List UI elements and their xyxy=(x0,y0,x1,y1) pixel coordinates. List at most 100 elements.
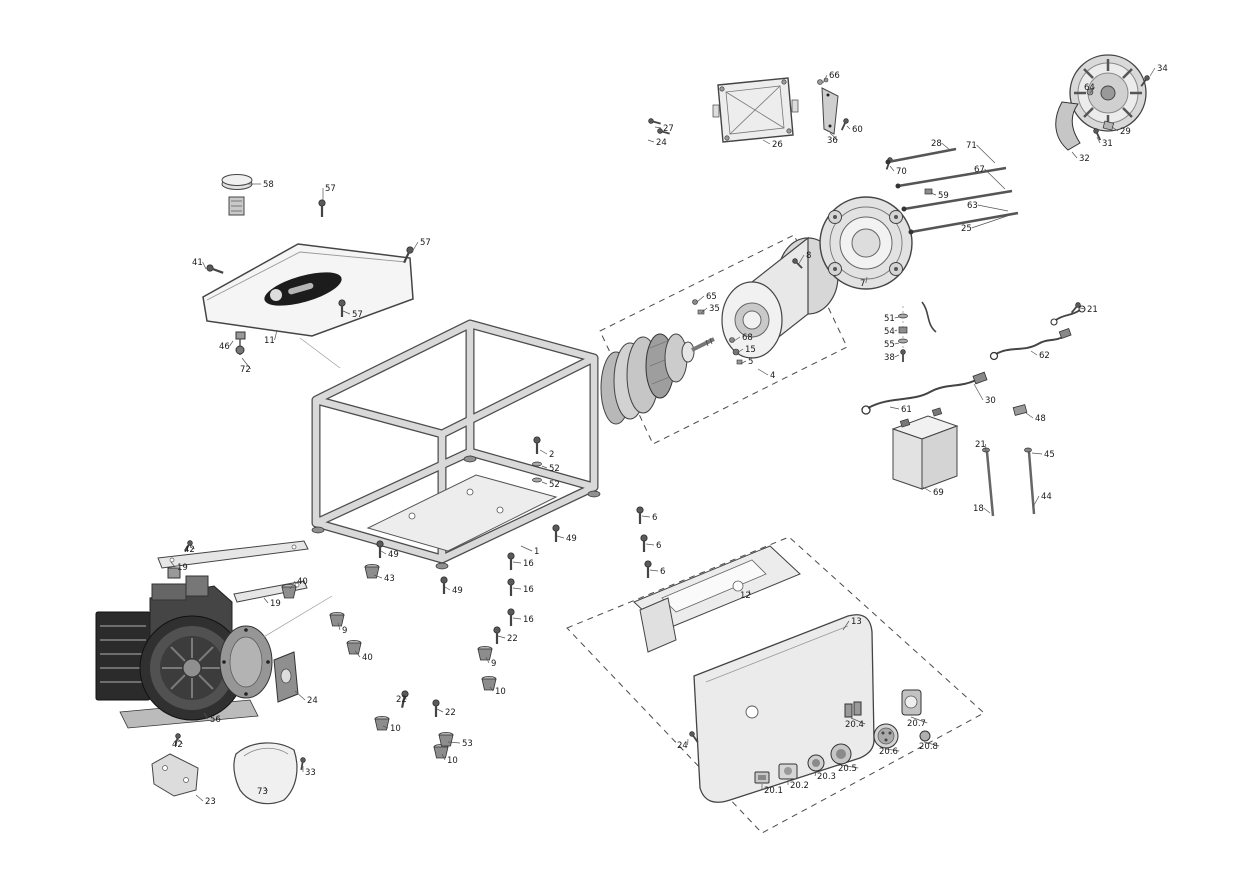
part-label: 20.8 xyxy=(919,742,938,752)
part-label: 49 xyxy=(566,534,577,544)
leader-line xyxy=(647,139,655,143)
part-label: 7 xyxy=(860,279,865,289)
leader-line xyxy=(822,74,828,84)
part-label: 20.5 xyxy=(838,764,857,774)
stator-end-bracket xyxy=(819,156,933,363)
wire-harness xyxy=(861,300,1086,416)
part-label: 42 xyxy=(184,545,195,555)
part-label: 13 xyxy=(851,617,862,627)
part-label: 22 xyxy=(445,708,456,718)
part-label: 68 xyxy=(742,333,753,343)
leader-line xyxy=(195,794,204,802)
part-label: 25 xyxy=(961,224,972,234)
leader-line xyxy=(894,329,898,332)
part-label: 48 xyxy=(1035,414,1046,424)
leader-line xyxy=(797,254,805,266)
part-label: 57 xyxy=(352,310,363,320)
leader-line xyxy=(436,708,444,713)
leader-line xyxy=(894,316,900,319)
tubular-frame xyxy=(311,319,601,570)
foot-bracket xyxy=(151,753,199,797)
part-label: 24 xyxy=(656,138,667,148)
leader-line xyxy=(889,165,895,172)
panel-component-20-4 xyxy=(844,703,853,718)
part-label: 59 xyxy=(938,191,949,201)
part-label: 52 xyxy=(549,480,560,490)
harness-wire-short xyxy=(1055,309,1081,321)
part-label: 43 xyxy=(384,574,395,584)
leader-line xyxy=(923,741,940,747)
leader-line xyxy=(976,144,996,164)
part-label: 21 xyxy=(1087,305,1098,315)
part-label: 34 xyxy=(1157,64,1168,74)
panel-dashed-box xyxy=(566,536,985,834)
leader-line xyxy=(736,348,744,354)
part-label: 18 xyxy=(973,504,984,514)
leader-line xyxy=(1149,67,1156,77)
leader-line xyxy=(739,360,747,365)
part-label: 1 xyxy=(534,547,539,557)
starter-cup-bracket xyxy=(1055,101,1081,151)
leader-line xyxy=(1096,136,1101,144)
carburetor xyxy=(151,583,187,601)
part-label: 61 xyxy=(901,405,912,415)
part-label: 72 xyxy=(240,365,251,375)
leader-line xyxy=(444,586,451,591)
control-panel-assembly xyxy=(566,536,985,834)
part-label: 20.2 xyxy=(790,781,809,791)
part-label: 20.3 xyxy=(817,772,836,782)
part-label: 28 xyxy=(931,139,942,149)
part-label: 20.7 xyxy=(907,719,926,729)
part-label: 10 xyxy=(447,756,458,766)
part-label: 26 xyxy=(772,140,783,150)
part-label: 16 xyxy=(523,559,534,569)
leader-line xyxy=(850,717,866,725)
leader-line xyxy=(485,656,490,664)
leader-line xyxy=(1025,412,1034,419)
part-label: 16 xyxy=(523,585,534,595)
part-label: 64 xyxy=(1084,83,1095,93)
leader-line xyxy=(447,741,461,744)
leader-line xyxy=(241,357,251,370)
leader-line xyxy=(889,406,900,410)
leader-line xyxy=(441,753,446,761)
leader-line xyxy=(520,545,533,552)
leader-line xyxy=(840,764,859,769)
frame-skid-plate xyxy=(366,474,558,552)
leader-line xyxy=(748,589,751,596)
leader-line xyxy=(910,716,928,724)
leader-line xyxy=(641,515,651,518)
part-label: 45 xyxy=(1044,450,1055,460)
part-label: 19 xyxy=(177,563,188,573)
leader-line xyxy=(654,126,662,129)
leader-line xyxy=(539,449,548,455)
leader-line xyxy=(894,354,900,358)
leader-line xyxy=(264,786,268,792)
part-label: 9 xyxy=(342,626,347,636)
part-label: 15 xyxy=(745,345,756,355)
part-label: 69 xyxy=(933,488,944,498)
leader-line xyxy=(1079,307,1086,310)
panel-sub-bracket xyxy=(639,597,677,653)
part-label: 5 xyxy=(748,357,753,367)
leader-line xyxy=(380,550,387,555)
part-label: 21 xyxy=(975,440,986,450)
part-label: 46 xyxy=(219,342,230,352)
part-label: 29 xyxy=(1120,127,1131,137)
part-label: 67 xyxy=(974,165,985,175)
harness-wire-long xyxy=(867,379,977,409)
rotor-shaft xyxy=(691,337,715,352)
leader-line xyxy=(885,748,900,752)
leader-line xyxy=(411,241,419,253)
part-label: 57 xyxy=(325,184,336,194)
alternator-rotor-stator xyxy=(599,234,848,445)
part-label: 33 xyxy=(305,768,316,778)
part-label: 38 xyxy=(884,353,895,363)
leader-line xyxy=(202,261,207,270)
part-label: 55 xyxy=(884,340,895,350)
leader-line xyxy=(229,340,234,347)
battery-terminal xyxy=(899,418,911,428)
part-label: 52 xyxy=(549,464,560,474)
